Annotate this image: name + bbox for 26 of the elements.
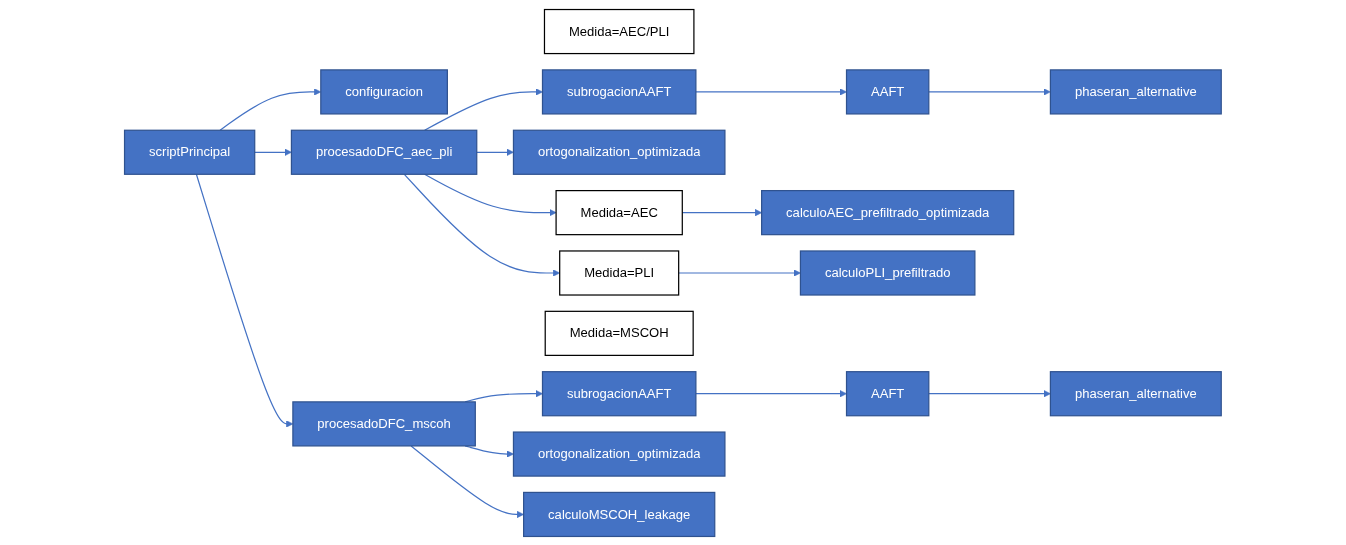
node-box: Medida=PLI bbox=[559, 249, 680, 296]
node-box: AAFT bbox=[846, 370, 930, 416]
arrow bbox=[928, 389, 1051, 397]
node-box: ortogonalization_optimizada bbox=[512, 129, 726, 175]
node-box: configuracion bbox=[320, 68, 449, 115]
arrow bbox=[424, 173, 557, 216]
node-box: calculoAEC_prefiltrado_optimizada bbox=[761, 189, 1015, 235]
node-box: procesadoDFC_aec_pli bbox=[290, 129, 478, 175]
node-box: calculoMSCOH_leakage bbox=[523, 491, 716, 537]
node-box: ortogonalization_optimizada bbox=[512, 430, 726, 477]
node-box: AAFT bbox=[846, 68, 930, 115]
node-box: procesadoDFC_mscoh bbox=[292, 400, 476, 447]
arrow bbox=[254, 148, 292, 156]
node-box: phaseran_alternative bbox=[1049, 370, 1222, 416]
node-box: phaseran_alternative bbox=[1049, 68, 1222, 115]
arrow bbox=[678, 268, 801, 277]
arrow bbox=[424, 87, 543, 131]
node-box: subrogacionAAFT bbox=[542, 370, 697, 416]
arrow bbox=[928, 87, 1051, 95]
node-box: scriptPrincipal bbox=[124, 129, 256, 175]
node-box: Medida=MSCOH bbox=[544, 310, 694, 356]
node-box: subrogacionAAFT bbox=[542, 68, 697, 115]
node-box: calculoPLI_prefiltrado bbox=[799, 249, 976, 296]
node-box: Medida=AEC bbox=[555, 189, 683, 235]
node-box: Medida=AEC/PLI bbox=[544, 8, 695, 54]
arrow bbox=[476, 148, 514, 156]
